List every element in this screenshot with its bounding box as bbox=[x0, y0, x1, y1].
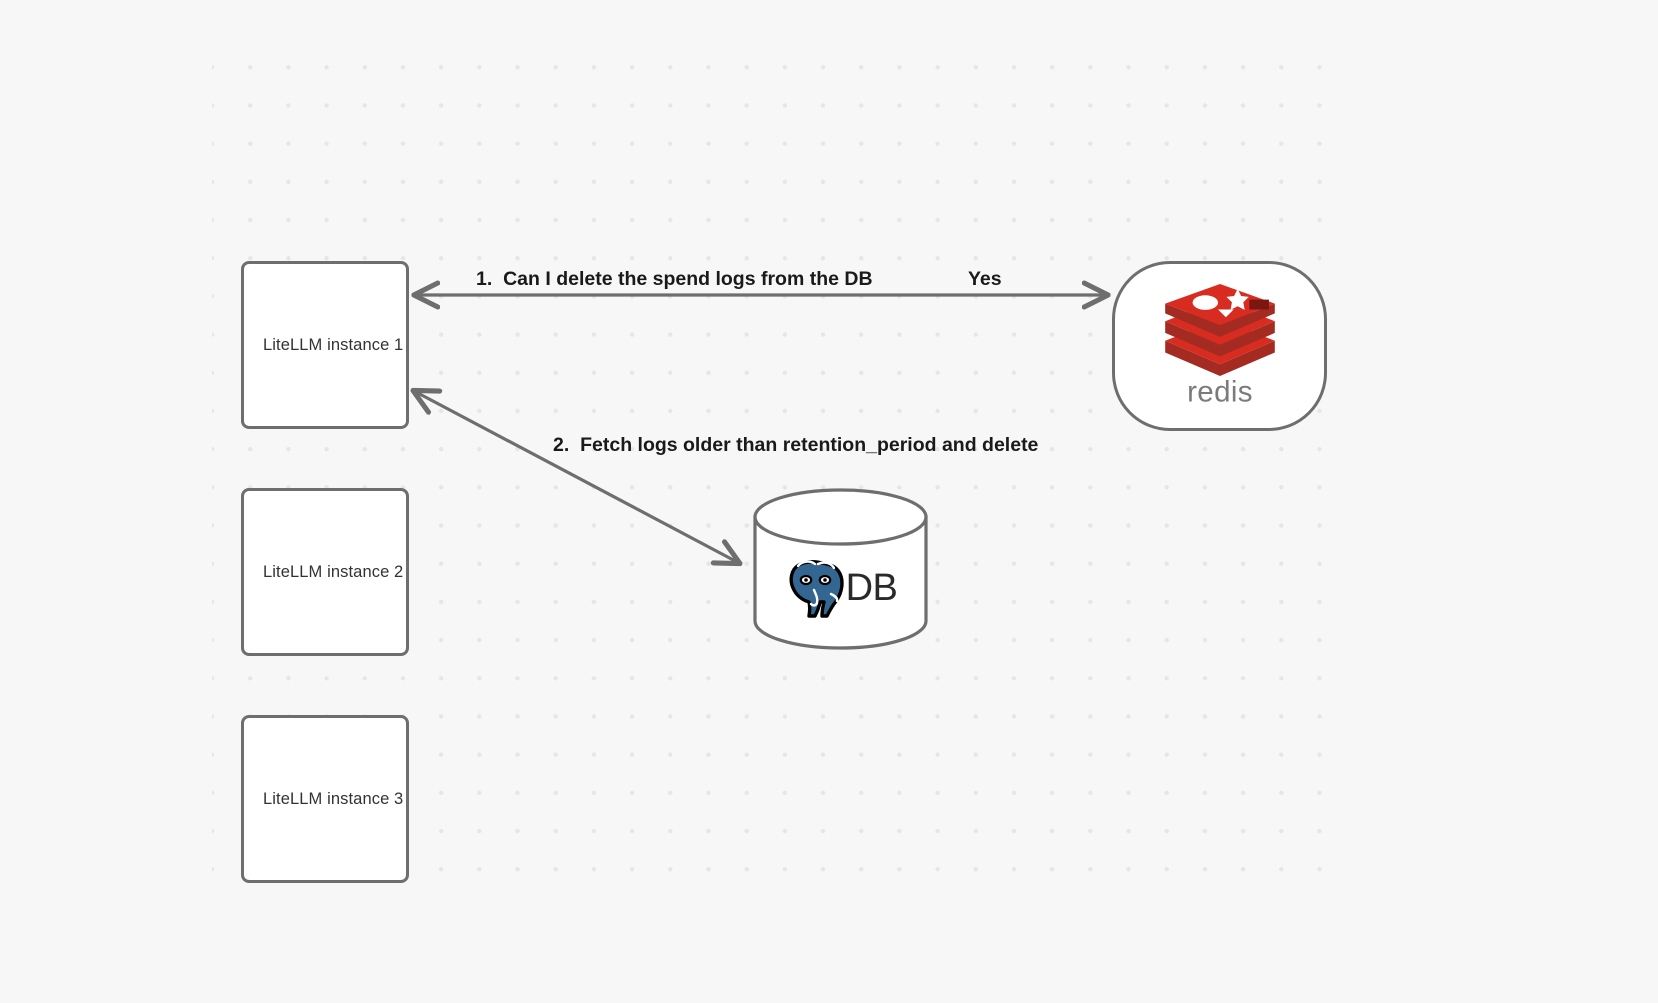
edge-label-1: 1. Can I delete the spend logs from the … bbox=[476, 268, 873, 290]
edge-litellm1-db bbox=[414, 391, 739, 563]
node-litellm-instance-2[interactable]: LiteLLM instance 2 bbox=[241, 488, 409, 656]
node-database[interactable]: DB bbox=[753, 488, 928, 650]
grid-mask-bottom bbox=[0, 882, 1658, 1003]
postgresql-elephant-icon bbox=[789, 560, 844, 618]
node-litellm-instance-3-label: LiteLLM instance 3 bbox=[263, 789, 404, 808]
grid-mask-right bbox=[1344, 0, 1658, 1003]
redis-logo-icon bbox=[1164, 284, 1275, 376]
node-litellm-instance-1-label: LiteLLM instance 1 bbox=[263, 335, 404, 354]
database-logo-and-label: DB bbox=[753, 552, 928, 624]
node-redis[interactable]: redis bbox=[1112, 261, 1327, 431]
database-label: DB bbox=[845, 566, 898, 609]
node-litellm-instance-2-label: LiteLLM instance 2 bbox=[263, 562, 404, 581]
node-litellm-instance-3[interactable]: LiteLLM instance 3 bbox=[241, 715, 409, 883]
edge-label-2: 2. Fetch logs older than retention_perio… bbox=[553, 434, 1039, 456]
redis-wordmark: redis bbox=[1187, 376, 1253, 409]
svg-text:redis: redis bbox=[1187, 376, 1253, 409]
node-litellm-instance-1[interactable]: LiteLLM instance 1 bbox=[241, 261, 409, 429]
grid-mask-left bbox=[0, 0, 212, 1003]
edge-label-1-reply: Yes bbox=[968, 268, 1002, 290]
